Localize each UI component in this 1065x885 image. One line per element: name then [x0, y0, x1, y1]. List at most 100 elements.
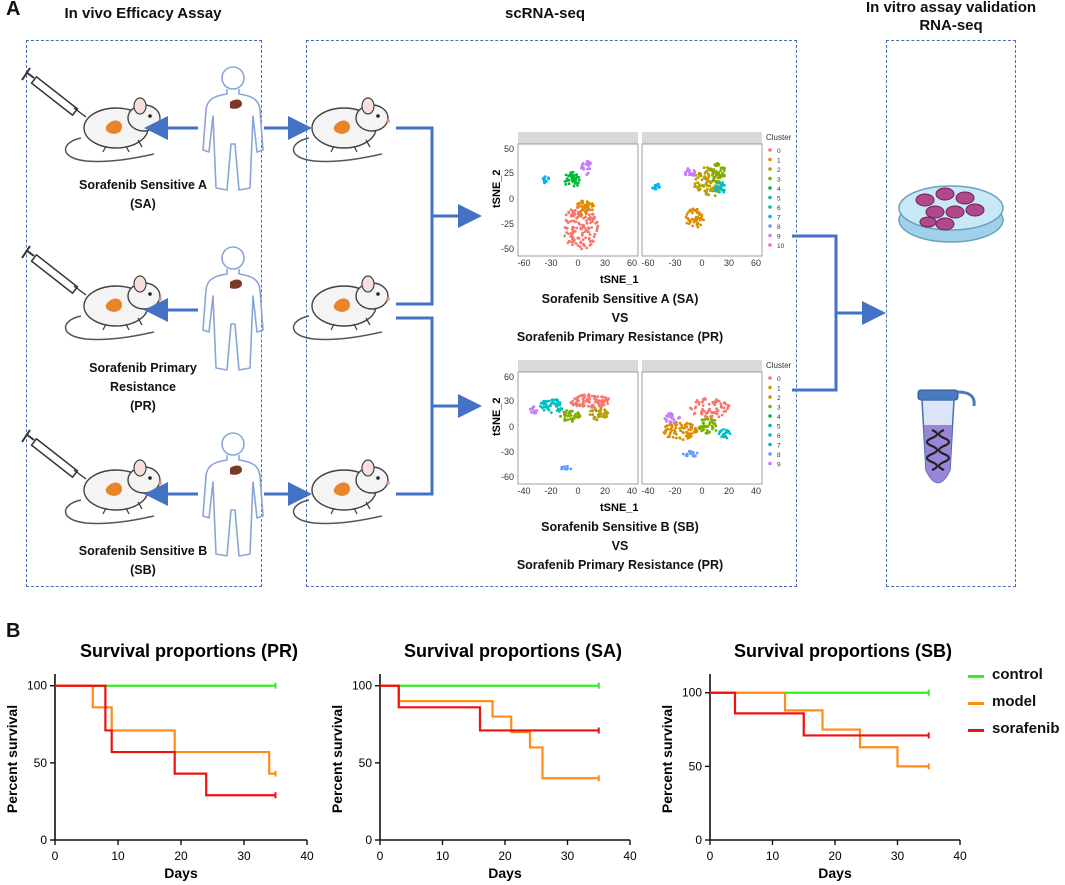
tsne-point [583, 230, 587, 233]
cluster-legend-dot [768, 157, 772, 162]
tsne-point [668, 433, 672, 436]
tsne-point [577, 175, 581, 179]
x-tick-label: 30 [561, 849, 575, 863]
tsne-point [577, 178, 581, 182]
x-tick-label: 0 [707, 849, 714, 863]
tsne-point [599, 408, 603, 412]
cluster-legend-label: 5 [777, 196, 781, 203]
tsne-point [689, 434, 693, 438]
tsne-point [704, 425, 708, 429]
tsne-point [714, 424, 718, 428]
tsne-point [545, 179, 548, 183]
tsne-point [573, 182, 577, 185]
tsne-point [575, 398, 579, 402]
tsne-point [581, 166, 585, 169]
tsne-point [711, 189, 714, 193]
tsne-point [588, 413, 592, 416]
tsne-point [591, 409, 595, 412]
tsne-plot-bottom: tSNE_2 60 30 0 -30 -60 -40 -20 0 20 40 -… [491, 360, 792, 514]
tsne-point [601, 395, 605, 399]
tsne-point [695, 207, 699, 211]
x-tick-label: 0 [377, 849, 384, 863]
tsne-bottom-xtick: -40 [641, 486, 654, 496]
tsne-point [542, 408, 546, 412]
tsne-point [571, 243, 574, 247]
tsne-point [695, 451, 699, 455]
tsne-point [571, 170, 575, 174]
scrna-title: scRNA-seq [504, 5, 586, 22]
tsne-point [671, 435, 675, 439]
tsne-point [577, 202, 581, 206]
tsne-top-xtick: 30 [724, 258, 734, 268]
pr-label-line2: Resistance [109, 380, 176, 394]
tsne-point [591, 240, 595, 243]
tsne-point [606, 402, 609, 405]
tsne-point [585, 203, 589, 206]
legend-swatch-sorafenib [968, 729, 984, 732]
y-tick-label: 50 [34, 756, 48, 770]
tsne-point [604, 398, 608, 402]
tsne-point [693, 182, 697, 186]
tsne-point [584, 399, 588, 403]
tsne-point [692, 431, 696, 434]
tsne-point [697, 402, 701, 406]
tsne-point [553, 398, 557, 402]
tsne-point [703, 397, 707, 400]
tsne-point [678, 436, 682, 439]
tsne-point [691, 207, 695, 211]
tsne-point [723, 166, 726, 170]
tsne-point [532, 405, 536, 408]
tsne-point [567, 211, 571, 215]
y-tick-label: 0 [40, 833, 47, 847]
tsne-point [588, 215, 592, 219]
tsne-point [583, 226, 587, 230]
cluster-legend-dot [768, 233, 772, 238]
tsne-point [720, 413, 724, 417]
tsne-point [693, 217, 697, 221]
tsne-point [706, 166, 709, 169]
tsne-point [664, 428, 668, 432]
tsne-point [724, 402, 728, 406]
tsne-point [710, 419, 714, 423]
tsne-point [704, 177, 707, 181]
tsne-point [724, 431, 727, 435]
tsne-point [691, 211, 694, 215]
tsne-bottom-xtick: 20 [724, 486, 734, 496]
x-tick-label: 20 [828, 849, 842, 863]
tsne-bottom-xtick: 0 [575, 486, 580, 496]
tsne-point [722, 406, 726, 410]
tsne-point [689, 172, 692, 175]
tsne-point [709, 415, 712, 418]
tsne-top-xlabel: tSNE_1 [600, 274, 639, 286]
tsne-point [571, 399, 574, 403]
tsne-point [724, 435, 728, 438]
tsne-point [671, 417, 674, 421]
tsne-point [722, 169, 726, 172]
sb-label-line2: (SB) [130, 563, 156, 577]
tsne-point [571, 229, 575, 233]
tsne-point [686, 217, 690, 220]
tsne-top-xtick: -30 [544, 258, 557, 268]
tsne-point [716, 185, 719, 188]
tsne-point [672, 431, 676, 435]
tsne-point [709, 187, 713, 191]
tsne-point [712, 175, 716, 179]
tsne-point [690, 423, 694, 427]
tsne-point [559, 415, 562, 418]
tsne-point [580, 208, 583, 212]
tsne-point [585, 200, 589, 204]
tsne-point [669, 411, 672, 415]
x-axis-label: Days [164, 865, 198, 881]
tsne-point [592, 416, 596, 420]
tsne-point [714, 429, 718, 432]
cluster-legend-dot [768, 452, 772, 456]
tsne-point [589, 161, 592, 165]
tsne-point [585, 221, 589, 225]
sa-label-line1: Sorafenib Sensitive A [78, 178, 208, 192]
tsne-point [726, 407, 729, 411]
tsne-point [678, 421, 682, 425]
in-vitro-title: In vitro assay validation [865, 0, 1037, 16]
tsne-point [591, 413, 594, 416]
tsne-point [689, 428, 693, 432]
